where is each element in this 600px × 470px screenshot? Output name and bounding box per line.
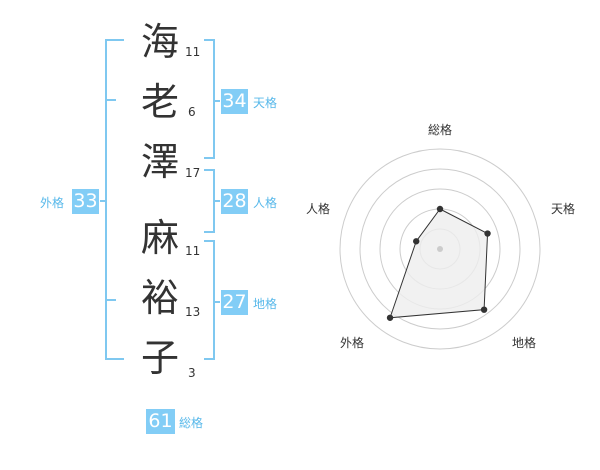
radar-center-dot <box>437 246 443 252</box>
jinkaku-value: 28 <box>221 189 248 214</box>
stroke-count-4: 11 <box>185 244 201 258</box>
radar-point-3 <box>480 306 488 313</box>
name-character-2: 老 <box>140 80 179 124</box>
chikaku-value: 27 <box>221 290 248 315</box>
radar-polygon <box>389 208 489 319</box>
chikaku-bracket <box>204 240 215 360</box>
name-character-5: 裕 <box>140 276 179 320</box>
name-character-4: 麻 <box>140 216 179 260</box>
radar-grid-ring-2 <box>359 168 521 330</box>
radar-label-tenkaku: 天格 <box>551 202 576 216</box>
stroke-count-6: 3 <box>188 366 196 380</box>
radar-label-gaikaku: 外格 <box>340 336 365 350</box>
radar-label-soukaku: 総格 <box>428 123 453 137</box>
tenkaku-label: 天格 <box>253 96 278 110</box>
tenkaku-value: 34 <box>221 89 248 114</box>
radar-label-chikaku: 地格 <box>512 336 537 350</box>
soukaku-value: 61 <box>146 409 175 434</box>
chikaku-label: 地格 <box>253 297 278 311</box>
gaikaku-label: 外格 <box>40 196 65 210</box>
name-character-6: 子 <box>140 336 179 380</box>
radar-point-2 <box>484 230 491 237</box>
stroke-count-3: 17 <box>185 166 201 180</box>
jinkaku-label: 人格 <box>253 196 278 210</box>
gaikaku-bracket <box>105 39 124 360</box>
radar-point-4 <box>386 314 394 321</box>
tenkaku-bracket <box>204 39 215 159</box>
soukaku-label: 総格 <box>179 416 204 430</box>
radar-point-5 <box>413 238 420 245</box>
stroke-count-5: 13 <box>185 305 201 319</box>
stroke-count-2: 6 <box>188 105 196 119</box>
radar-label-jinkaku: 人格 <box>306 202 331 216</box>
name-character-1: 海 <box>140 20 179 64</box>
radar-point-1 <box>436 205 444 213</box>
stroke-count-1: 11 <box>185 45 201 59</box>
gaikaku-value: 33 <box>72 189 99 214</box>
radar-grid-ring-1 <box>339 148 541 350</box>
name-character-3: 澤 <box>140 140 179 184</box>
